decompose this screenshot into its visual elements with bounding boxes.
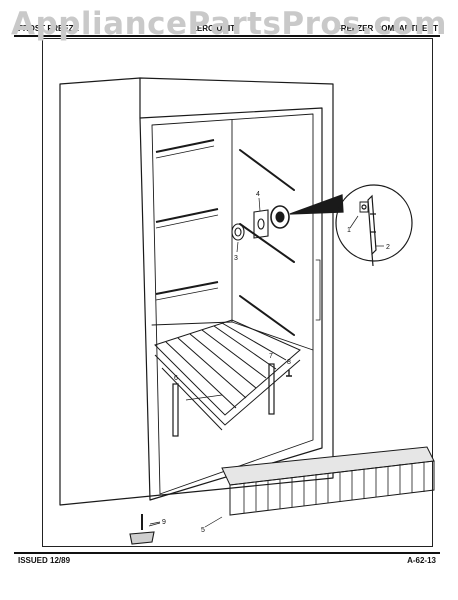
shelf-support-left bbox=[172, 383, 179, 437]
shelf-rail bbox=[239, 149, 295, 191]
callout-5-leader bbox=[204, 516, 223, 528]
page-header: FROST FREEZE ZERO UNIT FREEZER COMPARTME… bbox=[14, 22, 440, 36]
callout-3: 3 bbox=[234, 255, 238, 262]
thermostat-body bbox=[367, 194, 377, 256]
right-shelf-rails bbox=[239, 149, 295, 336]
cabinet-door-opening bbox=[139, 107, 323, 501]
page-code: A-62-13 bbox=[407, 556, 436, 565]
page-footer: ISSUED 12/89 A-62-13 bbox=[14, 556, 440, 568]
footer-rule bbox=[14, 552, 440, 554]
left-shelf-rails bbox=[155, 139, 219, 301]
basket-frame bbox=[154, 319, 301, 416]
control-escutcheon bbox=[253, 209, 269, 239]
control-housing bbox=[270, 205, 290, 229]
leg-foot bbox=[129, 531, 155, 545]
callout-4: 4 bbox=[256, 191, 260, 198]
shelf-rail bbox=[155, 139, 215, 153]
callout-6: 6 bbox=[174, 375, 178, 382]
shelf-rail bbox=[155, 208, 219, 223]
leveling-leg bbox=[129, 514, 161, 545]
control-knob bbox=[231, 223, 245, 241]
liner-recess bbox=[315, 259, 321, 321]
callout-2: 2 bbox=[386, 244, 390, 251]
shelf-rail bbox=[155, 281, 219, 295]
shelf-rail bbox=[239, 223, 295, 263]
callout-9: 9 bbox=[162, 519, 166, 526]
shelf-supports bbox=[172, 363, 292, 437]
screw bbox=[286, 370, 292, 377]
header-rule bbox=[14, 35, 440, 37]
callout-labels: 1 2 3 4 5 6 7 8 9 bbox=[162, 191, 390, 534]
shelf-support-right bbox=[268, 363, 275, 415]
issue-date: ISSUED 12/89 bbox=[18, 556, 71, 565]
magnifier-pointer bbox=[289, 194, 344, 215]
callout-8: 8 bbox=[287, 359, 291, 366]
grille-slots bbox=[243, 462, 425, 513]
shelf-rail bbox=[155, 287, 219, 301]
header-unit-title: ZERO UNIT bbox=[192, 24, 236, 33]
magnifier-circle bbox=[335, 184, 413, 262]
diagram-frame bbox=[42, 38, 433, 547]
liner-back-corner bbox=[231, 119, 314, 351]
shelf-rail bbox=[155, 145, 215, 159]
cabinet-outer-shell bbox=[59, 77, 334, 506]
liner-left-bottom bbox=[151, 321, 233, 326]
grille-face bbox=[229, 460, 435, 516]
shelf-rail bbox=[239, 295, 295, 336]
callout-1: 1 bbox=[347, 227, 351, 234]
thermostat-capillary bbox=[371, 253, 374, 267]
leader-lines bbox=[148, 197, 384, 527]
cabinet-liner bbox=[151, 113, 314, 495]
detail-magnifier bbox=[289, 184, 413, 267]
shelf-rail bbox=[155, 214, 219, 229]
watermark: AppliancePartsPros.com bbox=[11, 6, 447, 42]
control-parts bbox=[231, 205, 290, 241]
callout-7: 7 bbox=[269, 353, 273, 360]
header-model-title: FROST FREEZE bbox=[18, 24, 79, 33]
callout-5: 5 bbox=[201, 527, 205, 534]
bottom-grille bbox=[221, 446, 435, 516]
header-section-title: FREEZER COMPARTMENT bbox=[335, 24, 438, 33]
wire-basket-shelf bbox=[154, 319, 301, 431]
